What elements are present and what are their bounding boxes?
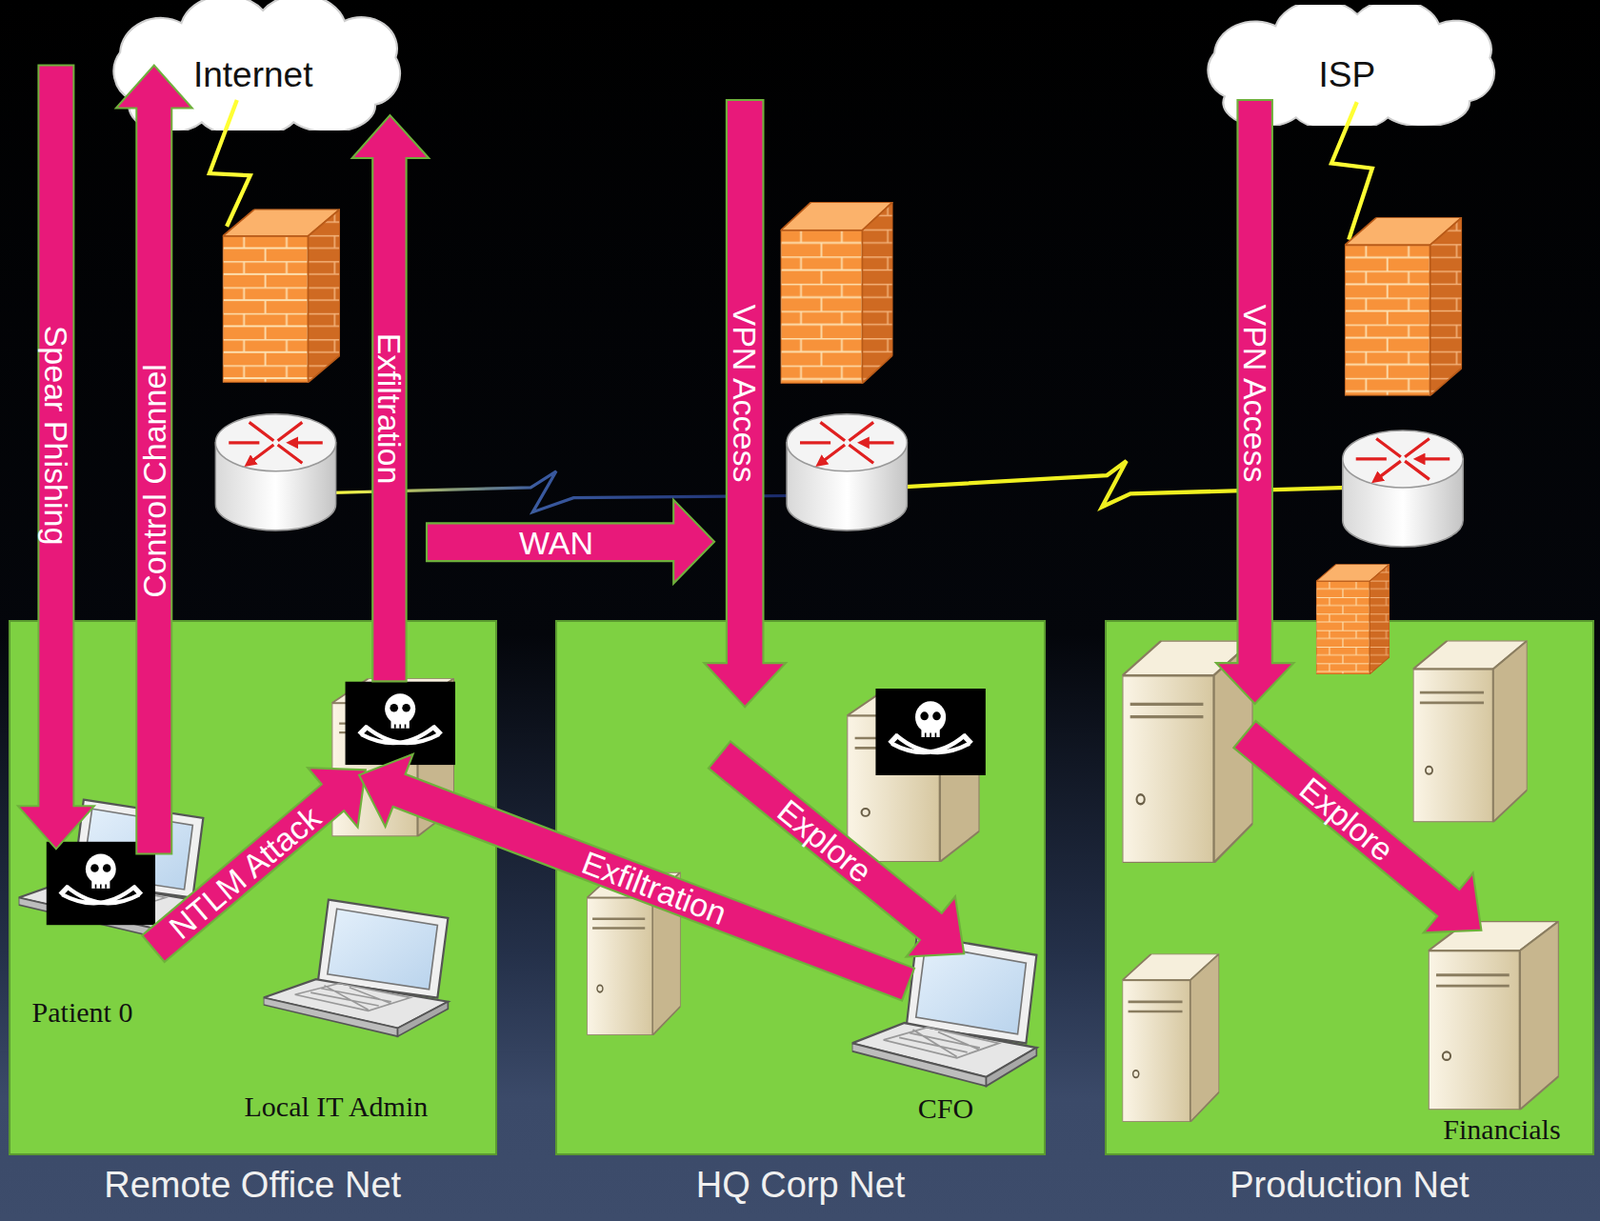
cloud-label: ISP bbox=[1318, 36, 1376, 96]
attack-arrow bbox=[18, 65, 95, 850]
device-label: CFO bbox=[918, 1092, 974, 1126]
region-label-holder: HQ Corp Net bbox=[557, 1164, 1044, 1207]
attack-arrow bbox=[1220, 704, 1506, 960]
attack-arrow bbox=[345, 739, 922, 1021]
region-label-holder: Production Net bbox=[1106, 1164, 1592, 1207]
arrow-label: Exfiltration bbox=[578, 845, 731, 930]
arrow-label: Explore bbox=[1294, 772, 1400, 868]
firewall-icon bbox=[1344, 217, 1462, 396]
device-label: Local IT Admin bbox=[244, 1090, 429, 1124]
label-holder: Exfiltration bbox=[373, 332, 406, 484]
arrow-label: VPN Access bbox=[728, 303, 761, 482]
pirate-flag bbox=[875, 688, 986, 776]
label-holder: Exfiltration bbox=[578, 845, 731, 930]
attack-arrow bbox=[116, 65, 193, 855]
server-icon bbox=[1428, 920, 1560, 1110]
lightning-link bbox=[1331, 101, 1373, 240]
label-holder: Explore bbox=[1294, 772, 1400, 868]
cloud-node: ISP bbox=[1183, 4, 1511, 125]
pirate-flag bbox=[344, 680, 456, 765]
attack-arrow bbox=[703, 100, 786, 707]
router-icon bbox=[786, 414, 907, 531]
label-holder: Explore bbox=[771, 793, 878, 888]
attack-arrow bbox=[426, 500, 715, 584]
region-label: Production Net bbox=[1229, 1164, 1469, 1207]
attack-arrow bbox=[1216, 100, 1294, 704]
label-holder: NTLM Attack bbox=[163, 800, 327, 944]
label-holder: WAN bbox=[519, 526, 594, 560]
server-icon bbox=[1121, 953, 1220, 1122]
device-label: Financials bbox=[1442, 1113, 1560, 1147]
firewall-icon bbox=[1316, 563, 1390, 675]
region-label: Remote Office Net bbox=[103, 1164, 401, 1207]
arrow-label: Control Channel bbox=[138, 363, 171, 599]
arrow-label: VPN Access bbox=[1239, 303, 1272, 482]
arrow-label: Spear Phishing bbox=[40, 325, 73, 546]
region-label: HQ Corp Net bbox=[696, 1164, 906, 1207]
label-holder: VPN Access bbox=[1239, 303, 1272, 482]
label-holder: Control Channel bbox=[138, 363, 171, 599]
laptop-icon bbox=[263, 900, 449, 1038]
cloud-label: Internet bbox=[193, 36, 313, 96]
firewall-icon bbox=[222, 209, 340, 383]
label-holder: VPN Access bbox=[728, 303, 761, 482]
region-label-holder: Remote Office Net bbox=[10, 1164, 496, 1207]
server-icon bbox=[1413, 640, 1528, 823]
device-label: Patient 0 bbox=[32, 996, 134, 1030]
wan-link bbox=[892, 460, 1349, 507]
arrow-label: WAN bbox=[519, 526, 594, 560]
arrow-label: Exfiltration bbox=[373, 332, 406, 484]
arrow-label: NTLM Attack bbox=[163, 800, 327, 944]
attack-arrow bbox=[352, 115, 429, 681]
lightning-link bbox=[209, 100, 251, 227]
router-icon bbox=[1342, 430, 1463, 547]
arrow-label: Explore bbox=[771, 793, 878, 888]
label-holder: Spear Phishing bbox=[40, 325, 73, 546]
firewall-icon bbox=[780, 201, 894, 384]
router-icon bbox=[215, 414, 336, 531]
